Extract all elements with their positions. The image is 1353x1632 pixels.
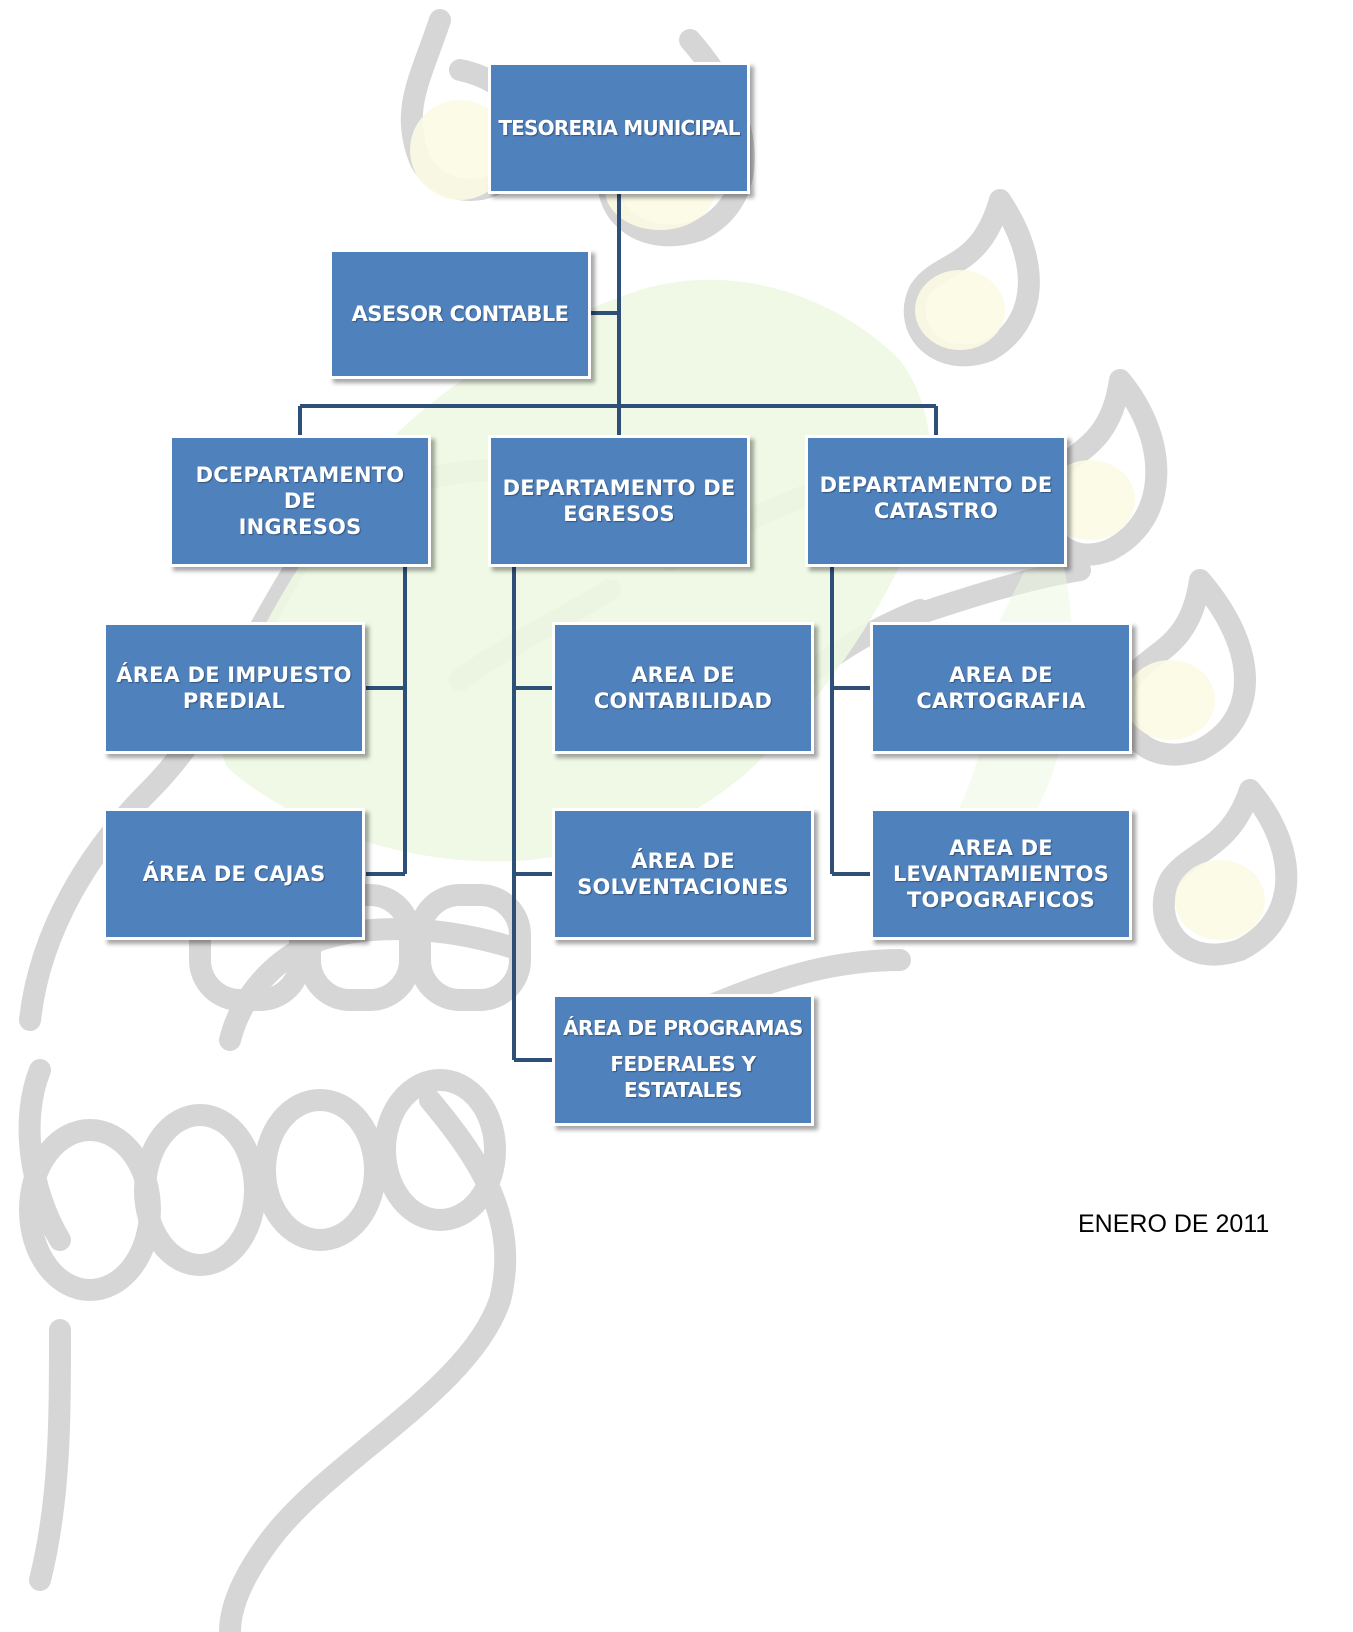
node-departamento-ingresos-line1: DCEPARTAMENTO DE <box>195 463 405 513</box>
node-area-levantamientos-line1: AREA DE <box>949 836 1053 860</box>
node-area-contabilidad-line2: CONTABILIDAD <box>593 689 773 713</box>
node-departamento-catastro-line1: DEPARTAMENTO DE <box>819 473 1053 497</box>
node-area-cajas-label: ÁREA DE CAJAS <box>142 862 326 886</box>
node-departamento-ingresos-line2: INGRESOS <box>238 515 362 539</box>
document-date: ENERO DE 2011 <box>1078 1210 1270 1238</box>
node-departamento-egresos-line1: DEPARTAMENTO DE <box>502 476 736 500</box>
node-area-cartografia: AREA DE CARTOGRAFIA <box>870 622 1132 754</box>
node-departamento-egresos-line2: EGRESOS <box>563 502 675 526</box>
node-area-impuesto-predial-line1: ÁREA DE IMPUESTO <box>116 663 352 687</box>
node-area-levantamientos-line2: LEVANTAMIENTOS <box>892 862 1110 886</box>
node-area-contabilidad-line1: AREA DE <box>631 663 735 687</box>
node-asesor-contable-label: ASESOR CONTABLE <box>351 302 569 326</box>
node-area-impuesto-predial: ÁREA DE IMPUESTO PREDIAL <box>103 622 365 754</box>
node-area-contabilidad: AREA DE CONTABILIDAD <box>552 622 814 754</box>
node-asesor-contable: ASESOR CONTABLE <box>329 249 591 379</box>
node-departamento-catastro-line2: CATASTRO <box>873 499 999 523</box>
node-area-cartografia-line2: CARTOGRAFIA <box>916 689 1086 713</box>
node-area-solventaciones-line1: ÁREA DE <box>631 849 735 873</box>
node-area-cartografia-line1: AREA DE <box>949 663 1053 687</box>
node-area-cajas: ÁREA DE CAJAS <box>103 808 365 940</box>
node-area-levantamientos: AREA DE LEVANTAMIENTOS TOPOGRAFICOS <box>870 808 1132 940</box>
node-area-programas: ÁREA DE PROGRAMAS FEDERALES Y ESTATALES <box>552 994 814 1126</box>
node-departamento-egresos: DEPARTAMENTO DE EGRESOS <box>488 435 750 567</box>
node-departamento-catastro: DEPARTAMENTO DE CATASTRO <box>805 435 1067 567</box>
node-departamento-ingresos: DCEPARTAMENTO DE INGRESOS <box>169 435 431 567</box>
node-area-impuesto-predial-line2: PREDIAL <box>182 689 286 713</box>
node-tesoreria-municipal: TESORERIA MUNICIPAL <box>488 62 750 194</box>
node-area-solventaciones: ÁREA DE SOLVENTACIONES <box>552 808 814 940</box>
node-area-programas-line3: ESTATALES <box>624 1078 742 1102</box>
node-area-solventaciones-line2: SOLVENTACIONES <box>577 875 789 899</box>
node-tesoreria-municipal-label: TESORERIA MUNICIPAL <box>498 116 740 140</box>
node-area-programas-line1: ÁREA DE PROGRAMAS <box>563 1016 803 1040</box>
node-area-programas-line2: FEDERALES Y <box>610 1052 756 1076</box>
node-area-levantamientos-line3: TOPOGRAFICOS <box>906 888 1096 912</box>
